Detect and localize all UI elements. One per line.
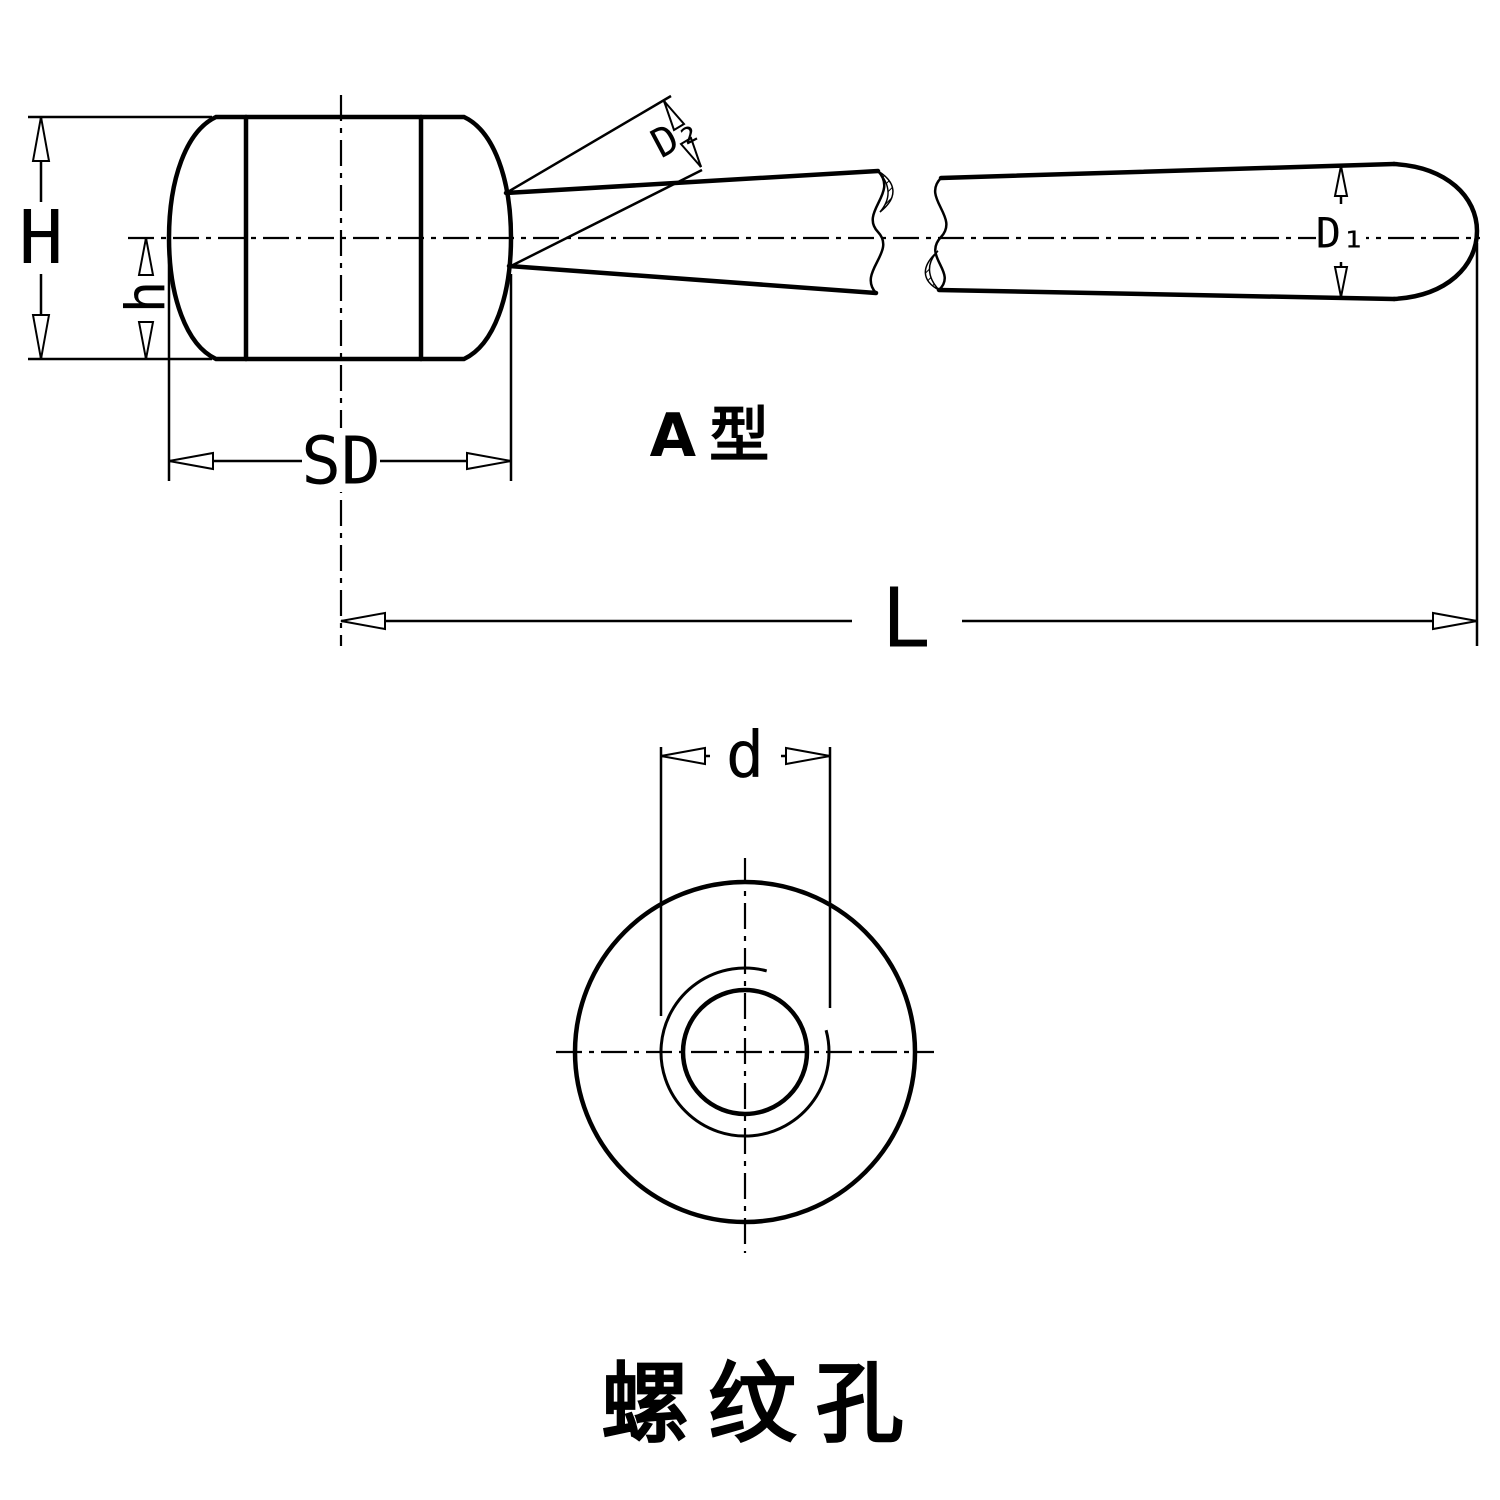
shaft-left-break-hatch xyxy=(877,170,894,213)
label-bg-sd xyxy=(303,428,379,492)
shaft-right-top-edge xyxy=(938,161,1397,181)
arrow-up-icon xyxy=(137,237,155,276)
dim-h-label: h xyxy=(115,281,178,314)
dimension-SD: SD xyxy=(167,246,513,500)
dimension-D2: D₂ xyxy=(505,94,708,268)
dimension-H: H xyxy=(19,115,212,361)
shaft-right-break-hatch xyxy=(924,250,940,291)
arrow-down-icon xyxy=(137,321,155,360)
arrow-left-icon xyxy=(660,746,706,766)
arrow-up-icon xyxy=(31,116,51,162)
knob-outline xyxy=(166,114,514,362)
dimension-L: L xyxy=(340,243,1479,667)
arrow-right-icon xyxy=(466,451,512,471)
dimension-h: h xyxy=(115,237,178,360)
arrow-right-icon xyxy=(785,746,831,766)
arrow-left-icon xyxy=(340,611,386,631)
arrow-down-right-icon xyxy=(679,136,702,168)
arrow-up-icon xyxy=(1333,165,1349,197)
front-view: d 螺纹孔 xyxy=(556,719,934,1456)
ext-line xyxy=(510,168,703,268)
arrow-down-icon xyxy=(31,314,51,360)
type-a-label: A型 xyxy=(650,401,783,471)
ext-line xyxy=(505,94,672,195)
dimension-d: d xyxy=(659,719,832,1016)
arrow-down-icon xyxy=(1333,266,1349,298)
dim-SD-label: SD xyxy=(301,423,380,500)
dim-D1-label: D₁ xyxy=(1316,209,1367,258)
dim-H-label: H xyxy=(19,195,64,281)
dimension-D1: D₁ xyxy=(1316,165,1367,298)
shaft-left-segment xyxy=(503,168,894,296)
side-view: H h SD D₂ xyxy=(19,94,1480,667)
thread-major-arc xyxy=(659,966,831,1138)
arrow-right-icon xyxy=(1432,611,1478,631)
shaft-right-segment xyxy=(924,161,1480,302)
dim-L-label: L xyxy=(881,572,930,667)
shaft-left-top-edge xyxy=(503,168,881,196)
shaft-rounded-tip xyxy=(1391,161,1480,302)
arrow-left-icon xyxy=(168,451,214,471)
shaft-right-bottom-edge xyxy=(936,287,1397,302)
label-bg-d1 xyxy=(1316,206,1366,260)
shaft-left-bottom-edge xyxy=(506,263,879,296)
shaft-left-break-line xyxy=(869,170,886,294)
dim-d-label: d xyxy=(726,719,765,793)
arrow-up-left-icon xyxy=(663,100,686,132)
shaft-right-break-line xyxy=(933,177,948,291)
threaded-hole-caption: 螺纹孔 xyxy=(601,1353,923,1456)
